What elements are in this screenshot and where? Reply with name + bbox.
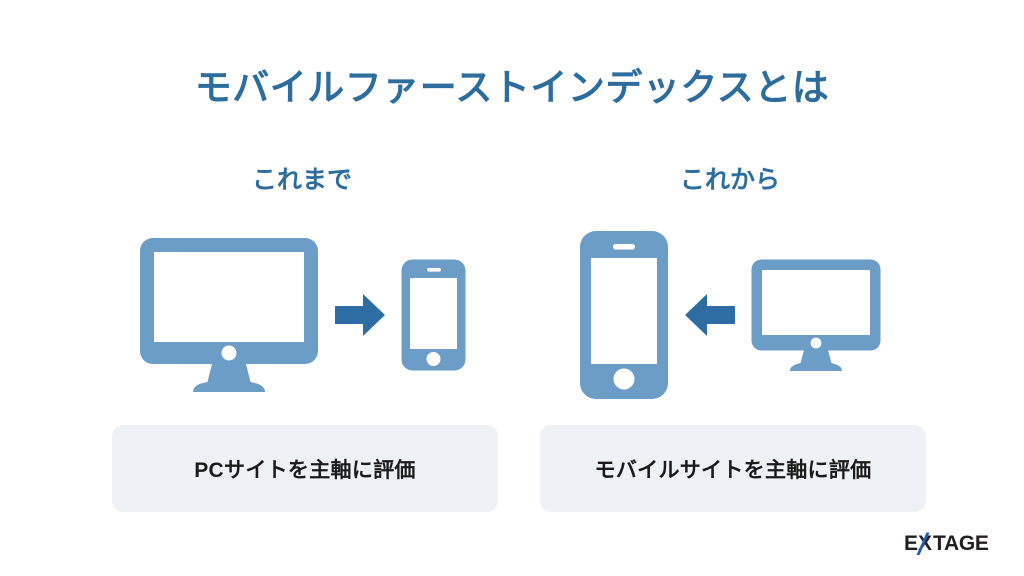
extage-logo: E X TAGE (904, 530, 1000, 556)
page-title: モバイルファーストインデックスとは (194, 67, 830, 108)
column-after-devices (500, 220, 960, 410)
arrow-left-icon (684, 291, 736, 339)
smartphone-icon (400, 258, 467, 372)
arrow-right-icon (334, 291, 386, 339)
caption-after-text: モバイルサイトを主軸に評価 (594, 458, 872, 482)
svg-text:E: E (904, 532, 918, 555)
column-before: これまで (72, 160, 532, 540)
svg-text:TAGE: TAGE (933, 532, 989, 555)
column-before-label: これまで (251, 166, 352, 194)
desktop-monitor-icon (138, 236, 320, 394)
caption-box-before: PCサイトを主軸に評価 (112, 425, 498, 512)
caption-box-after: モバイルサイトを主軸に評価 (540, 425, 926, 512)
desktop-monitor-icon-small (750, 258, 882, 372)
column-after-label: これから (679, 166, 780, 194)
smartphone-icon-large (578, 229, 670, 401)
comparison-columns: これまで (0, 160, 1024, 540)
column-before-devices (72, 220, 532, 410)
column-after: これから (500, 160, 960, 540)
caption-before-text: PCサイトを主軸に評価 (194, 458, 416, 482)
